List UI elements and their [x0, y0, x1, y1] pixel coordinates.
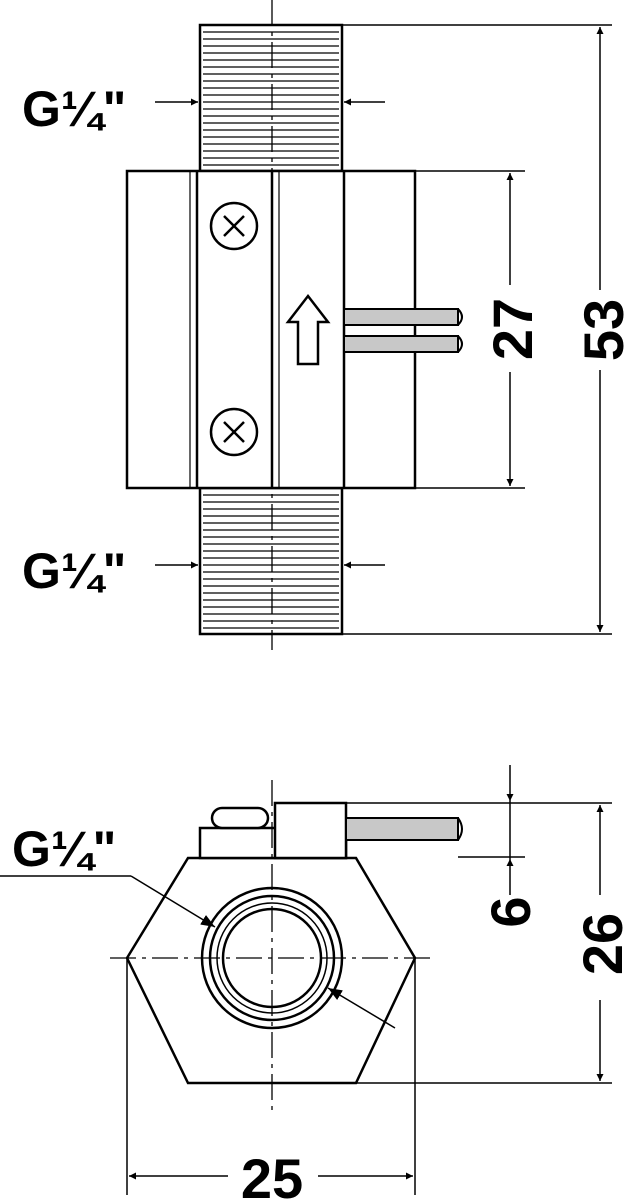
cable-end-view — [345, 817, 459, 841]
side-view-dimensions — [155, 24, 612, 635]
end-view — [110, 780, 463, 1110]
dim-label-27: 27 — [481, 298, 544, 360]
dim-label-26: 26 — [571, 913, 625, 975]
thread-label-bottom: G¼" — [22, 543, 126, 599]
flow-direction-arrow-icon — [285, 293, 331, 366]
cable-side-view — [343, 308, 463, 353]
top-thread-fitting — [198, 23, 344, 173]
sensor-body — [125, 169, 417, 490]
cable-clamp — [198, 801, 348, 860]
screw-bottom-icon — [209, 407, 259, 457]
dim-label-53: 53 — [572, 299, 625, 361]
screw-top-icon — [209, 201, 259, 251]
thread-label-end-view: G¼" — [12, 821, 116, 877]
side-view — [125, 0, 463, 650]
thread-label-top: G¼" — [22, 81, 126, 137]
dim-label-6: 6 — [479, 896, 542, 927]
bottom-thread-fitting — [198, 486, 344, 636]
end-view-dimensions — [0, 765, 612, 1195]
dim-label-25: 25 — [241, 1147, 303, 1200]
